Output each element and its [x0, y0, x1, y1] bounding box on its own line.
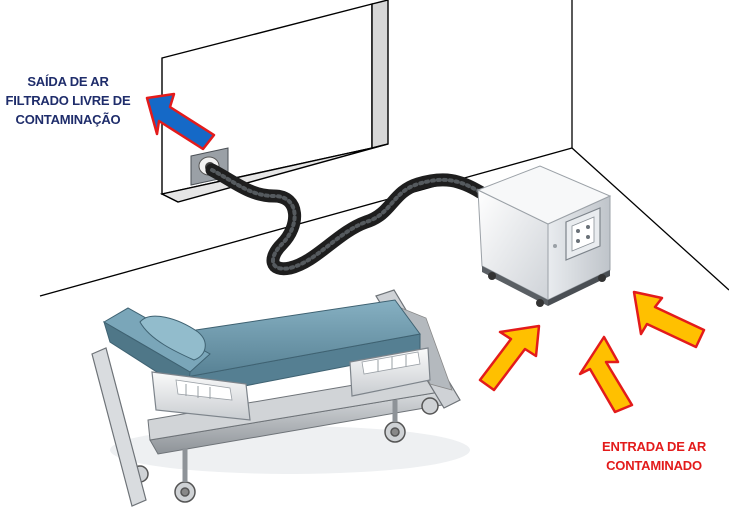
outflow-air-label: SAÍDA DE AR FILTRADO LIVRE DE CONTAMINAÇ… — [4, 72, 132, 129]
inflow-label-line: CONTAMINADO — [606, 458, 702, 473]
air-inflow-arrow-icon — [632, 290, 706, 349]
air-inflow-arrow-icon — [478, 324, 541, 392]
exhaust-hose — [205, 163, 487, 276]
hospital-bed — [91, 289, 470, 507]
window-recess — [159, 0, 389, 203]
outflow-label-line: FILTRADO LIVRE DE — [5, 93, 131, 108]
air-inflow-arrows — [478, 290, 706, 414]
floor-right-edge — [571, 147, 729, 291]
bed-pillow — [139, 315, 206, 361]
unit-caster — [536, 299, 544, 307]
outflow-label-line: CONTAMINAÇÃO — [15, 112, 121, 127]
air-inflow-arrow-icon — [578, 335, 634, 414]
window-sill-line — [161, 193, 179, 203]
unit-top-face — [476, 165, 612, 225]
inflow-air-label: ENTRADA DE AR CONTAMINADO — [590, 437, 718, 475]
inflow-label-line: ENTRADA DE AR — [601, 439, 707, 454]
window-recess-side — [371, 0, 389, 149]
control-buttons-icon — [576, 225, 590, 243]
unit-base — [482, 266, 548, 306]
room-walls — [39, 0, 729, 297]
unit-caster — [598, 274, 606, 282]
unit-caster — [488, 272, 496, 280]
air-outflow-arrow-icon — [145, 92, 216, 151]
outflow-label-line: SAÍDA DE AR — [27, 74, 109, 89]
floor-wall-edge — [39, 147, 573, 297]
air-purifier-unit — [476, 165, 612, 307]
bed-headboard — [91, 347, 147, 507]
